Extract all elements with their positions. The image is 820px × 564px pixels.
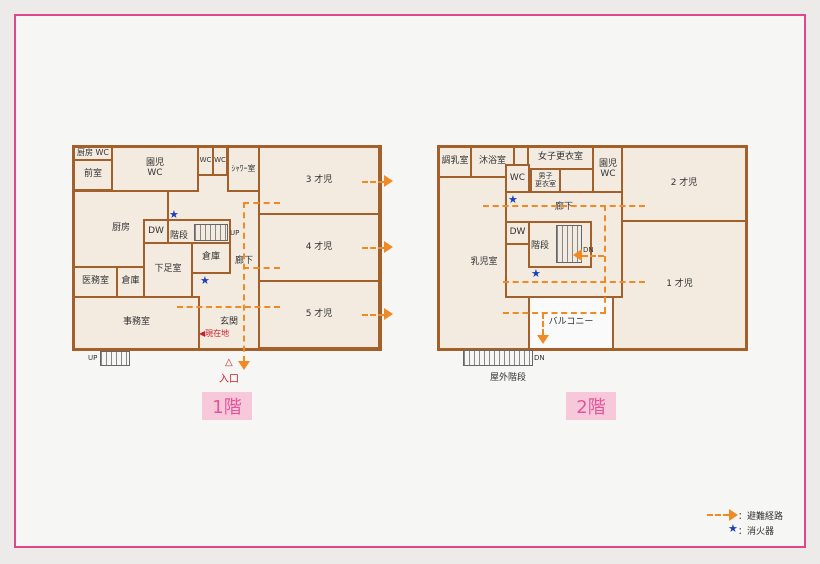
up-label: UP bbox=[230, 229, 240, 237]
outside-stairs-label: 屋外階段 bbox=[490, 373, 527, 383]
room-anteroom: 前室 bbox=[73, 159, 113, 191]
legend-extinguisher-label: ：消火器 bbox=[738, 527, 775, 537]
room-girls-change: 女子更衣室 bbox=[527, 146, 594, 170]
room-office: 事務室 bbox=[73, 296, 200, 350]
dn-label: DN bbox=[583, 246, 594, 254]
extinguisher-icon: ★ bbox=[728, 522, 738, 535]
room-storage1: 倉庫 bbox=[191, 242, 231, 274]
room-formula: 調乳室 bbox=[438, 146, 472, 178]
room-dw-2f: DW bbox=[505, 221, 530, 245]
stairs-label: 階段 bbox=[170, 228, 189, 241]
room-wc-2f: WC bbox=[505, 164, 530, 193]
hallway-label: 廊下 bbox=[554, 202, 573, 212]
floor2-label: 2階 bbox=[566, 392, 616, 420]
extinguisher-icon: ★ bbox=[169, 208, 179, 221]
you-are-here: ◀現在地 bbox=[199, 329, 230, 338]
room-infirmary: 医務室 bbox=[73, 266, 118, 298]
room-age2: 2 才児 bbox=[621, 146, 747, 222]
stairs-label: 階段 bbox=[531, 238, 550, 251]
room-kids-wc-2f: 園児 WC bbox=[592, 146, 624, 193]
extinguisher-icon: ★ bbox=[508, 193, 518, 206]
room-age1: 1 才児 bbox=[612, 220, 747, 350]
outside-stairs-1f bbox=[100, 351, 130, 366]
room-boys-change: 男子 更衣室 bbox=[530, 168, 561, 193]
room-wc2: WC bbox=[212, 146, 228, 176]
outside-up-label: UP bbox=[88, 354, 98, 362]
room-age4: 4 才児 bbox=[258, 213, 380, 282]
floor1-label: 1階 bbox=[202, 392, 252, 420]
entrance-triangle-icon: △ bbox=[225, 357, 233, 368]
you-are-here-label: 現在地 bbox=[205, 329, 230, 338]
room-shower: ｼｬﾜｰ室 bbox=[227, 146, 260, 192]
room-kids-wc: 園児 WC bbox=[111, 146, 199, 192]
room-shoe-room: 下足室 bbox=[143, 242, 193, 298]
room-storage2: 倉庫 bbox=[116, 266, 145, 298]
extinguisher-icon: ★ bbox=[531, 267, 541, 280]
legend-route-label: ：避難経路 bbox=[738, 512, 784, 522]
extinguisher-icon: ★ bbox=[200, 274, 210, 287]
entrance-label: 入口 bbox=[219, 374, 239, 385]
outside-dn-label: DN bbox=[534, 354, 545, 362]
stairs-steps bbox=[194, 224, 228, 241]
room-entrance-hall: 玄関 bbox=[220, 317, 239, 327]
outside-stairs-2f bbox=[463, 350, 533, 366]
